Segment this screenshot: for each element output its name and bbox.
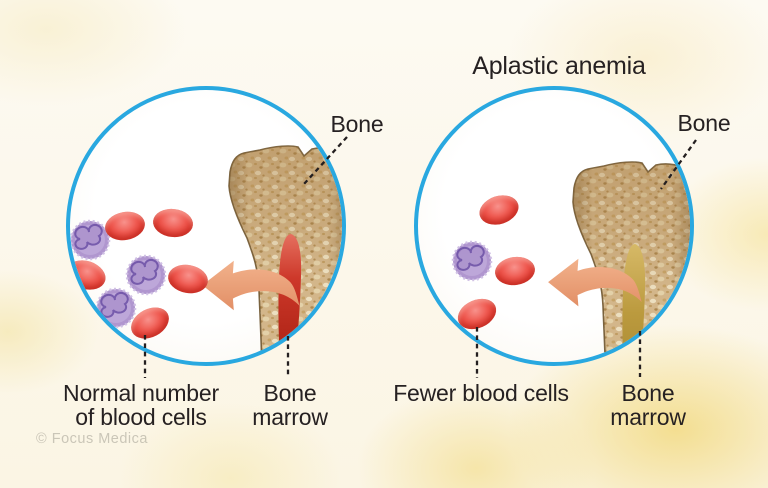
red-blood-cell — [493, 254, 537, 288]
red-blood-cell — [453, 293, 501, 335]
white-blood-cell — [70, 219, 111, 261]
cells-label-left-line1: Normal number — [63, 380, 219, 406]
release-arrow-icon — [548, 258, 642, 307]
white-blood-cell — [451, 240, 493, 282]
bone-illustration — [572, 161, 690, 362]
watermark: © Focus Medica — [36, 431, 148, 447]
marrow-label-left-line1: Bone — [263, 380, 317, 406]
white-blood-cell — [95, 287, 137, 329]
marrow-label-left: Bone marrow — [252, 380, 328, 430]
bone-marrow-normal — [278, 234, 302, 362]
diagram-title: Aplastic anemia — [472, 52, 646, 80]
marrow-label-right-line1: Bone — [621, 380, 675, 406]
normal-panel-circle — [66, 86, 346, 366]
marrow-label-right-line2: marrow — [610, 404, 686, 430]
white-blood-cell — [125, 254, 167, 296]
cells-label-right: Fewer blood cells — [393, 380, 569, 406]
red-blood-cell — [475, 190, 523, 230]
cells-label-left: Normal number of blood cells — [63, 381, 219, 429]
bone-label-right: Bone — [677, 110, 731, 136]
bone-label-left: Bone — [330, 111, 384, 137]
marrow-label-left-line2: marrow — [252, 404, 328, 430]
bone-illustration — [228, 145, 342, 362]
red-blood-cell — [151, 206, 195, 240]
release-arrow-icon — [202, 260, 300, 311]
cells-label-left-line2: of blood cells — [75, 404, 207, 430]
marrow-label-right: Bone marrow — [610, 380, 686, 430]
aplastic-panel-circle — [414, 86, 694, 366]
